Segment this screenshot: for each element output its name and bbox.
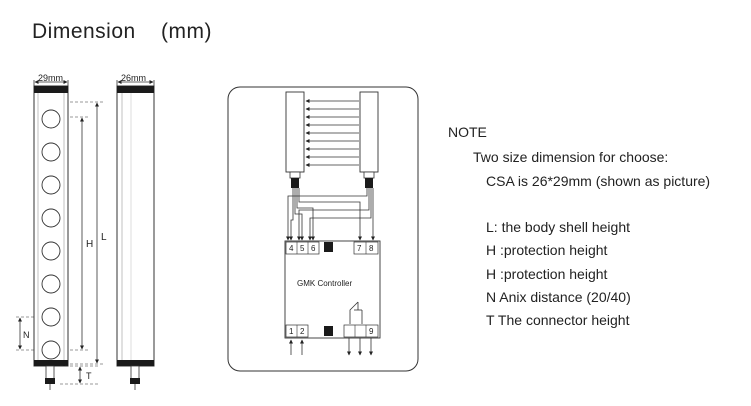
note-line: CSA is 26*29mm (shown as picture) (486, 173, 711, 189)
terminal-5: 5 (300, 244, 305, 253)
lens-icon (41, 241, 61, 261)
terminal-1: 1 (289, 327, 294, 336)
lens-icon (41, 109, 61, 129)
n-label: N (23, 330, 30, 340)
lens-icon (41, 142, 61, 162)
width-29mm-label: 29mm (38, 73, 63, 83)
lens-icon (41, 340, 61, 360)
terminal-4: 4 (289, 244, 294, 253)
wiring-diagram: GMK Controller 4 5 6 7 8 1 2 (227, 86, 419, 372)
controller-name: GMK Controller (297, 279, 352, 288)
note-line: L: the body shell height (486, 219, 630, 235)
terminal-6: 6 (311, 244, 316, 253)
top-terminal-block: 4 5 6 7 8 (285, 241, 379, 255)
note-line: H :protection height (486, 266, 608, 282)
light-beams (305, 99, 359, 167)
l-label: L (101, 232, 107, 243)
t-label: T (86, 371, 92, 381)
terminal-2: 2 (300, 327, 305, 336)
lens-icon (41, 307, 61, 327)
note-heading: NOTE (448, 124, 487, 140)
lens-icon (41, 175, 61, 195)
note-line: H :protection height (486, 242, 608, 258)
h-label: H (86, 239, 93, 250)
width-26mm-label: 26mm (121, 73, 146, 83)
note-line: N Anix distance (20/40) (486, 289, 631, 305)
terminal-7: 7 (357, 244, 362, 253)
page-title: Dimension (mm) (32, 20, 213, 43)
note-line: T The connector height (486, 312, 630, 328)
side-view: 26mm (116, 73, 155, 390)
terminal-9: 9 (369, 327, 374, 336)
lens-column (41, 109, 61, 360)
front-view: 29mm H L N T (16, 73, 107, 390)
lens-icon (41, 274, 61, 294)
terminal-8: 8 (369, 244, 374, 253)
note-line: Two size dimension for choose: (473, 149, 669, 165)
lens-icon (41, 208, 61, 228)
bottom-terminal-block: 1 2 9 (285, 324, 379, 338)
